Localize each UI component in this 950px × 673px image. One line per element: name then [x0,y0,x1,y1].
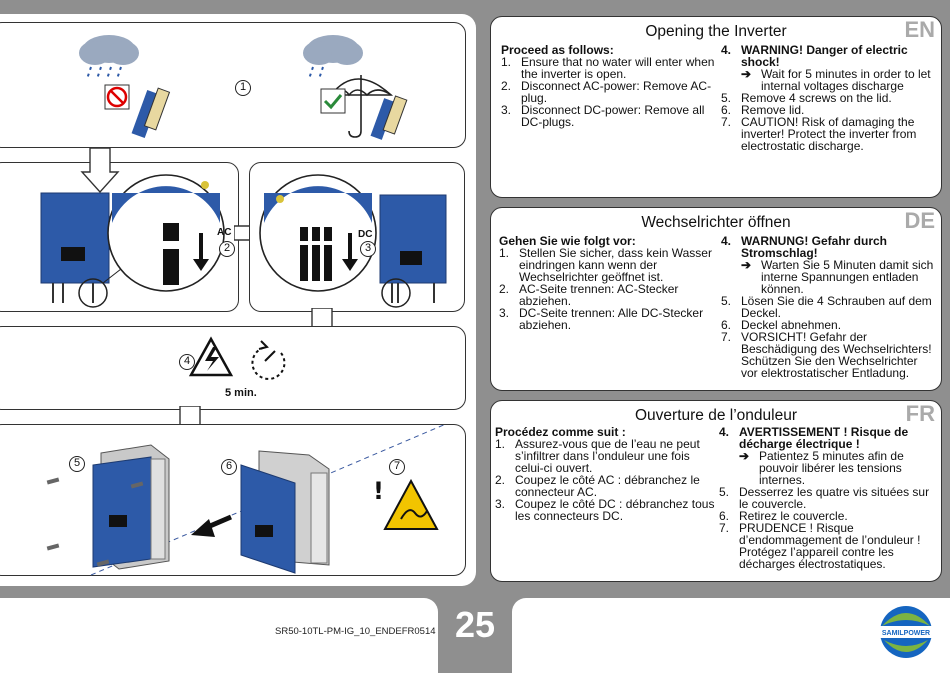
arrow-left-icon [191,514,232,537]
dc-label: DC [358,229,373,240]
english-section: EN Opening the Inverter Proceed as follo… [490,16,942,198]
electric-shock-warning-icon [188,336,234,377]
lid-removal-illustration: ! [46,425,445,576]
list-item: 1.Assurez-vous que de l’eau ne peut s’in… [495,437,700,475]
steps-left-de: Gehen Sie wie folgt vor: 1.Stellen Sie s… [499,235,717,331]
inverter-icon [40,192,110,303]
german-section: DE Wechselrichter öffnen Gehen Sie wie f… [490,207,942,391]
step-number-2: 2 [219,241,235,257]
list-item: 6.Retirez le couvercle. [719,509,848,523]
rain-cloud-icon-2 [303,35,363,80]
timer-icon [251,340,286,380]
steps-left-en: Proceed as follows: 1.Ensure that no wat… [501,44,717,128]
step4-panel: 4 5 min. [0,326,466,410]
step-number-3: 3 [360,241,376,257]
french-section: FR Ouverture de l’onduleur Procédez comm… [490,400,942,582]
rain-illustration [79,35,408,140]
esd-warning-icon: ! [373,477,439,530]
warning-item-en: 4.WARNING! Danger of electric shock! [721,43,908,69]
list-item: 5.Lösen Sie die 4 Schrauben auf dem Deck… [721,294,932,320]
lid-removed-icon [240,450,330,574]
ac-label: AC [217,227,232,238]
arrow-down-icon [193,233,209,271]
step-number-7: 7 [389,459,405,475]
list-item: 2.Coupez le côté AC : débranchez le conn… [495,473,700,499]
list-item: 7.PRUDENCE ! Risque d’endommagement de l… [719,521,921,571]
prohibited-icon [104,84,130,110]
steps-right-en: 4.WARNING! Danger of electric shock! ➔Wa… [721,44,935,152]
step-number-6: 6 [221,459,237,475]
warning-item-fr: 4.AVERTISSEMENT ! Risque de décharge éle… [719,425,909,451]
dc-disconnect-illustration [259,174,447,308]
steps-right-de: 4.WARNUNG! Gefahr durch Stromschlag! ➔Wa… [721,235,935,379]
steps-right-fr: 4.AVERTISSEMENT ! Risque de décharge éle… [719,426,935,570]
language-tag-de: DE [904,208,935,233]
list-item: 2.AC-Seite trennen: AC-Stecker abziehen. [499,282,679,308]
step1-panel: 1 [0,22,466,148]
warning-sub-en: ➔Wait for 5 minutes in order to let inte… [741,67,931,93]
inverter-icon-dc [379,194,447,303]
checkmark-icon [320,88,346,114]
list-item: 5.Desserrez les quatre vis situées sur l… [719,485,930,511]
proceed-heading-fr: Procédez comme suit : [495,425,626,439]
section-title-fr: Ouverture de l’onduleur [635,407,797,424]
list-item: 3.Disconnect DC-power: Remove all DC-plu… [501,103,705,129]
list-item: 6.Deckel abnehmen. [721,318,842,332]
language-tag-fr: FR [905,401,935,426]
arrow-down-outline-1 [80,148,120,194]
step-number-1: 1 [235,80,251,96]
ac-disconnect-illustration [40,174,225,308]
step5-panel: ! 5 6 7 [0,424,466,576]
list-item: 3.DC-Seite trennen: Alle DC-Stecker abzi… [499,306,704,332]
wait-time-label: 5 min. [225,387,257,399]
step-number-5: 5 [69,456,85,472]
list-item: 7.CAUTION! Risk of damaging the inverter… [721,115,917,153]
page-number: 25 [454,604,496,645]
step2-panel: AC 2 [0,162,239,312]
screw-icon [46,477,144,567]
warning-item-de: 4.WARNUNG! Gefahr durch Stromschlag! [721,234,888,260]
list-item: 6.Remove lid. [721,103,805,117]
list-item: 1.Ensure that no water will enter when t… [501,55,715,81]
zoom-circle [107,174,225,292]
list-item: 5.Remove 4 screws on the lid. [721,91,892,105]
proceed-heading-en: Proceed as follows: [501,43,614,57]
warning-sub-de: ➔Warten Sie 5 Minuten damit sich interne… [741,258,934,296]
list-item: 1.Stellen Sie sicher, dass kein Wasser e… [499,246,712,284]
list-item: 3.Coupez le côté DC : débranchez tous le… [495,497,715,523]
inverter-housing-icon [92,444,170,570]
step-number-4: 4 [179,354,195,370]
steps-left-fr: Procédez comme suit : 1.Assurez-vous que… [495,426,717,522]
warning-illustration [188,336,286,380]
document-id: SR50-10TL-PM-IG_10_ENDEFR0514 [275,626,436,637]
list-item: 7.VORSICHT! Gefahr der Beschädigung des … [721,330,932,380]
warning-sub-fr: ➔Patientez 5 minutes afin de pouvoir lib… [739,449,904,487]
language-tag-en: EN [904,17,935,42]
plug-icon-2 [370,95,408,140]
list-item: 2.Disconnect AC-power: Remove AC-plug. [501,79,712,105]
proceed-heading-de: Gehen Sie wie folgt vor: [499,234,636,248]
section-title-de: Wechselrichter öffnen [641,214,791,231]
plug-icon [131,87,171,139]
step3-panel: DC 3 [249,162,465,312]
section-title-en: Opening the Inverter [645,23,787,40]
samilpower-logo: SAMILPOWER [876,606,936,658]
svg-text:SAMILPOWER: SAMILPOWER [882,630,930,637]
footer-left [0,598,438,673]
rain-cloud-icon [79,35,139,80]
arrow-down-icon-dc [342,233,358,271]
svg-text:!: ! [373,477,384,505]
